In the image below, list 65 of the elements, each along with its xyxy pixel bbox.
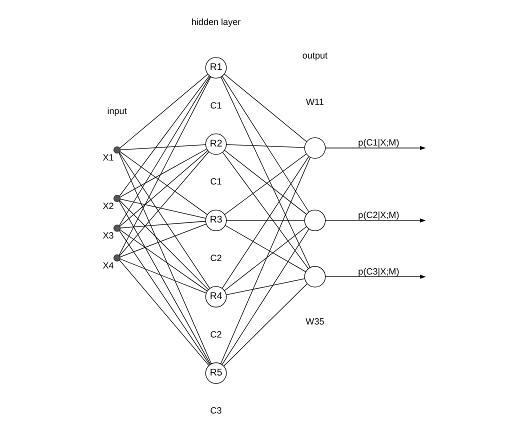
connector <box>226 144 305 148</box>
node-circle: R1 <box>205 57 227 78</box>
edge-label: p(C3|X;M) <box>358 266 400 276</box>
connector <box>226 278 305 296</box>
node-label: C1 <box>210 100 222 110</box>
connector <box>120 220 206 228</box>
node-dot <box>114 224 121 232</box>
connector <box>224 226 307 291</box>
connector <box>120 150 208 227</box>
node-label: C2 <box>210 253 222 264</box>
connector <box>119 76 210 197</box>
label: W35 <box>306 316 324 326</box>
connector <box>220 157 311 364</box>
connector <box>222 152 309 269</box>
node-circle: R2 <box>205 133 227 155</box>
node-label: X3 <box>102 230 114 241</box>
connector <box>224 74 308 142</box>
connector <box>224 225 306 272</box>
node-label: X2 <box>102 200 114 211</box>
node-dot <box>114 194 121 202</box>
node-circle <box>304 266 326 288</box>
connector <box>120 148 207 198</box>
edge-label: p(C1|X;M) <box>358 138 400 148</box>
label: input <box>107 106 127 116</box>
label: W11 <box>306 97 324 108</box>
node-circle: R4 <box>205 286 227 308</box>
connector <box>120 144 206 150</box>
label: hidden layer <box>191 16 241 27</box>
arrow <box>325 274 426 279</box>
connector <box>118 76 210 226</box>
connector <box>220 76 310 268</box>
connector <box>120 74 208 148</box>
connector <box>226 220 305 221</box>
node-label: X1 <box>102 152 114 162</box>
node-label: C3 <box>210 406 222 416</box>
connector <box>120 258 206 294</box>
node-dot <box>114 146 121 154</box>
node-circle: R5 <box>205 362 227 384</box>
connector <box>119 230 210 366</box>
connector <box>119 200 209 290</box>
connector <box>224 283 308 366</box>
node-circle <box>304 210 326 232</box>
connector <box>118 200 211 365</box>
connector <box>119 152 210 289</box>
label: output <box>302 50 328 61</box>
connector <box>120 224 206 258</box>
connector <box>119 151 210 256</box>
edge-label: p(C2|X;M) <box>358 210 400 220</box>
node-label: X4 <box>102 260 114 270</box>
connector <box>222 156 310 289</box>
arrow <box>325 146 426 150</box>
node-circle <box>304 137 326 159</box>
connector <box>118 76 211 256</box>
connector <box>120 229 208 292</box>
connector <box>119 260 210 366</box>
connector <box>222 228 310 365</box>
connector <box>222 76 310 212</box>
connector <box>120 151 208 215</box>
connector <box>118 152 212 364</box>
node-label: C2 <box>210 329 222 340</box>
arrow <box>325 218 426 222</box>
connector <box>120 198 206 219</box>
node-dot <box>114 254 121 262</box>
node-circle: R3 <box>205 210 227 232</box>
node-label: C1 <box>210 176 222 187</box>
